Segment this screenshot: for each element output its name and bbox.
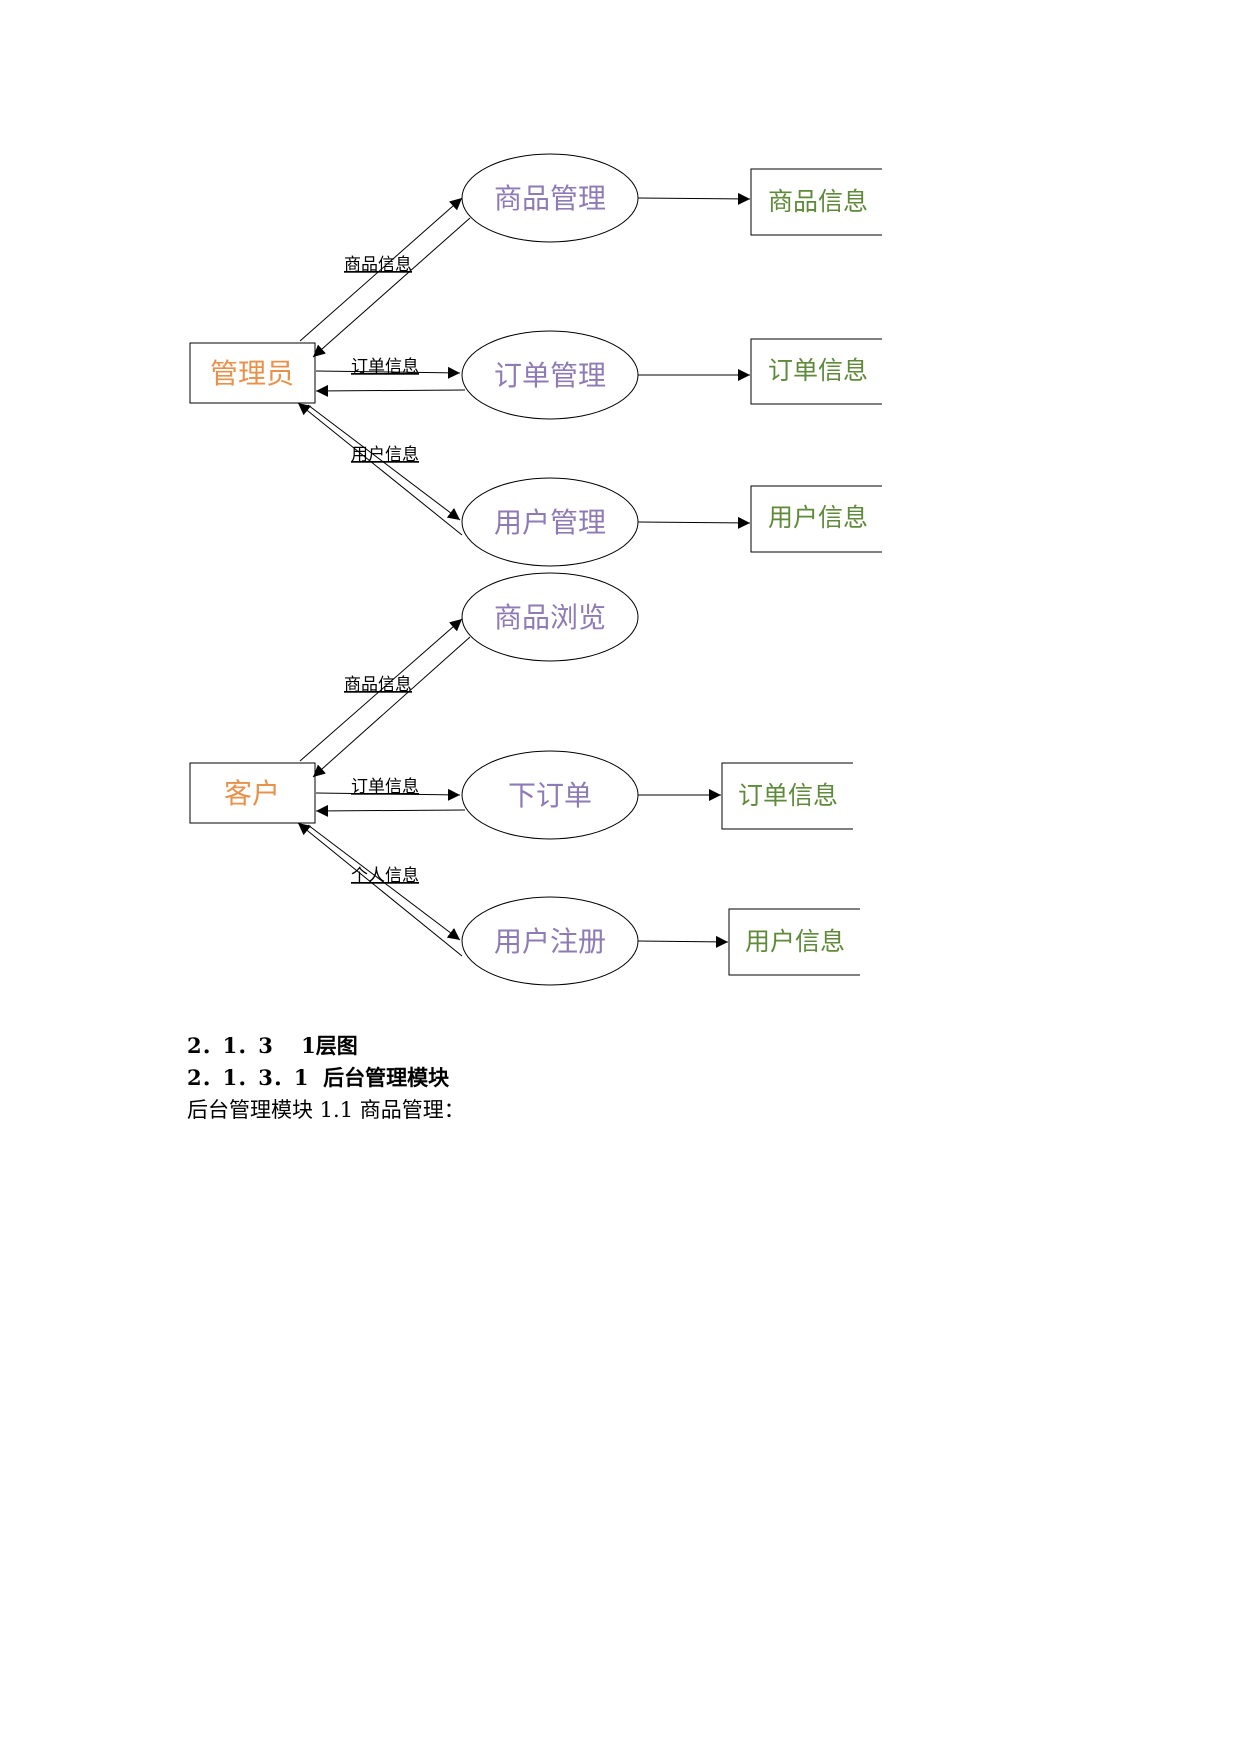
- admin-arrow-to-process-3: [307, 404, 461, 521]
- customer-store-1: [721, 762, 853, 830]
- admin-process-label-1: 商品管理: [494, 182, 606, 215]
- customer-store-label-1: 订单信息: [738, 781, 838, 810]
- customer-entity-box: [189, 762, 316, 824]
- admin-flow-label-1: 商品信息: [344, 255, 412, 275]
- customer-flow-label-3: 个人信息: [351, 866, 419, 886]
- customer-arrow-to-process-1: [299, 618, 463, 762]
- admin-store-1: [750, 168, 882, 236]
- customer-arrow-store-2: [637, 935, 729, 948]
- customer-process-ellipse-1: [461, 572, 639, 662]
- customer-arrow-from-process-1: [312, 636, 471, 778]
- admin-arrow-from-process-2: [315, 384, 466, 397]
- admin-store-label-3: 用户信息: [768, 503, 868, 532]
- admin-entity-box: [189, 342, 316, 404]
- admin-flow-label-2: 订单信息: [351, 357, 419, 377]
- admin-store-3: [750, 485, 882, 553]
- admin-arrow-store-1: [637, 192, 751, 205]
- admin-store-label-1: 商品信息: [768, 187, 868, 216]
- customer-entity-label: 客户: [224, 777, 280, 810]
- customer-process-label-3: 用户注册: [494, 925, 606, 958]
- admin-arrow-store-3: [637, 516, 751, 529]
- admin-process-label-2: 订单管理: [494, 359, 606, 392]
- section-heading-1: 2．1．3 1层图: [187, 1033, 358, 1058]
- body-paragraph: 后台管理模块 1.1 商品管理：: [187, 1098, 465, 1122]
- customer-arrow-to-process-3: [307, 824, 461, 941]
- section-heading-2: 2．1．3．1 后台管理模块: [187, 1065, 450, 1090]
- customer-flow-label-1: 商品信息: [344, 675, 412, 695]
- admin-arrow-from-process-1: [312, 217, 471, 358]
- admin-process-label-3: 用户管理: [494, 506, 606, 539]
- customer-arrow-from-process-2: [315, 804, 466, 817]
- customer-arrow-to-process-2: [315, 788, 461, 801]
- customer-arrow-from-process-3: [297, 822, 463, 957]
- customer-process-label-1: 商品浏览: [494, 601, 606, 634]
- admin-diagram: 管理员 商品管理 订单管理 用户管理 商品信息 订单信息 用户信息 商品信息 订…: [189, 153, 882, 567]
- customer-process-label-2: 下订单: [508, 779, 592, 812]
- admin-flow-label-3: 用户信息: [351, 445, 419, 465]
- admin-arrow-to-process-1: [299, 197, 463, 342]
- customer-flow-label-2: 订单信息: [351, 777, 419, 797]
- admin-entity-label: 管理员: [210, 357, 294, 390]
- customer-diagram: 客户 商品浏览 下订单 用户注册 订单信息 用户信息 商品信息 订单信息 个人信…: [189, 572, 860, 986]
- customer-store-2: [728, 908, 860, 976]
- admin-arrow-from-process-3: [297, 402, 463, 536]
- admin-arrow-to-process-2: [315, 366, 461, 379]
- admin-store-2: [750, 338, 882, 405]
- admin-store-label-2: 订单信息: [768, 356, 868, 385]
- customer-store-label-2: 用户信息: [745, 927, 845, 956]
